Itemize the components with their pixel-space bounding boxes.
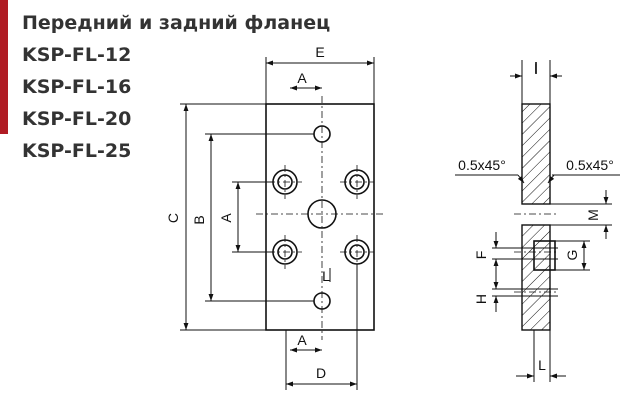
model-label-4: KSP-FL-25 [22,140,132,162]
dimension-h-label: H [473,294,489,304]
dimension-i: I [510,60,562,104]
dimension-a-side: A [218,181,273,253]
model-label-1: KSP-FL-12 [22,44,132,66]
dimension-l-front: L [322,268,331,284]
dimension-m: M [550,190,612,239]
dimension-a-top: A [290,70,322,91]
dimension-g-label: G [564,250,580,261]
dimension-e: E [265,44,375,104]
page-title: Передний и задний фланец [22,12,331,34]
dimension-a-side-label: A [218,213,234,223]
chamfer-left-label: 0.5x45° [458,157,506,173]
model-label-3: KSP-FL-20 [22,108,132,130]
dimension-f-label: F [473,251,489,260]
dimension-l-side-label: L [538,357,546,373]
dimension-a-bottom-label: A [297,332,307,348]
side-view: I 0.5x45° 0.5x45° M F [455,60,620,382]
counterbore-bottom-left [268,235,302,269]
hole-center-large [307,199,337,229]
dimension-c: C [165,103,266,331]
dimension-e-label: E [315,44,324,60]
flange-outline [265,103,375,331]
front-view: E A C B A L [165,44,384,390]
dimension-m-label: M [585,209,601,221]
dimension-d: D [286,264,358,390]
dimension-g: G [555,240,590,271]
dimension-b-label: B [191,215,207,224]
dimension-f: F [473,232,520,275]
dimension-d-label: D [316,365,326,381]
accent-bar [0,0,8,134]
counterbore-top-right [340,165,374,199]
dimension-l-front-label: L [322,268,330,284]
chamfer-right: 0.5x45° [547,157,620,184]
chamfer-left: 0.5x45° [455,157,525,184]
dimension-i-label: I [534,60,538,76]
chamfer-right-label: 0.5x45° [566,157,614,173]
dimension-b: B [191,133,314,302]
counterbore-top-left [268,165,302,199]
counterbore-bottom-right [340,235,374,269]
side-spigot [533,240,556,271]
dimension-l-side: L [516,330,566,382]
side-section-hatched [514,103,558,331]
dimension-h: H [473,274,520,312]
dimension-c-label: C [165,213,181,223]
dimension-a-bottom: A [285,330,322,390]
dimension-a-top-label: A [297,70,307,86]
model-label-2: KSP-FL-16 [22,76,132,98]
